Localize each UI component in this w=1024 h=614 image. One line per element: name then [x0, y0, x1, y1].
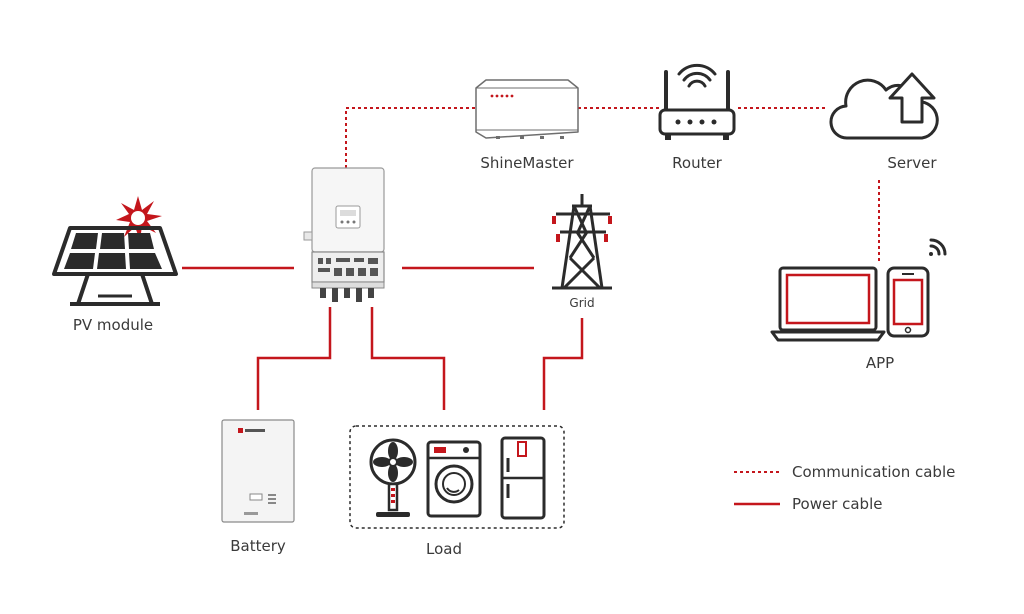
pv-module: PV module: [52, 196, 178, 334]
upload-arrow-icon: [888, 72, 936, 124]
load-boundary: [349, 425, 565, 529]
power-cable-grid-load: [542, 318, 584, 410]
router-label: Router: [672, 154, 723, 172]
grid-tower: Grid: [552, 194, 612, 310]
fan-icon: [369, 438, 417, 517]
legend-communication-label: Communication cable: [792, 463, 955, 481]
washing-machine-icon: [426, 440, 482, 518]
power-cables: [182, 266, 584, 410]
power-cable-inverter-battery: [256, 307, 332, 410]
comm-cable-inverter-shinemaster: [345, 107, 478, 168]
battery-label: Battery: [230, 537, 286, 555]
shinemaster-label: ShineMaster: [480, 154, 574, 172]
load-label: Load: [426, 540, 462, 558]
power-cable-inverter-load: [370, 307, 446, 410]
pv-module-label: PV module: [73, 316, 153, 334]
router-device: Router: [658, 63, 736, 172]
refrigerator-icon: [500, 436, 546, 520]
router-icon: [658, 108, 736, 136]
app-devices: APP: [770, 238, 947, 372]
server-label: Server: [887, 154, 937, 172]
laptop-icon: [770, 266, 886, 342]
phone-icon: [886, 266, 930, 338]
server-device: Server: [829, 72, 939, 172]
solar-panel-icon: [52, 226, 178, 276]
load-group: Load: [349, 425, 565, 558]
wireless-signal-icon: [929, 238, 947, 256]
app-label: APP: [866, 354, 894, 372]
legend-power-label: Power cable: [792, 495, 882, 513]
inverter-device: [303, 167, 385, 302]
grid-label: Grid: [569, 296, 594, 310]
communication-cables: [345, 107, 880, 262]
shinemaster-device: ShineMaster: [475, 79, 579, 172]
wifi-signal-icon: [677, 63, 717, 88]
legend: Communication cable Power cable: [734, 463, 955, 513]
battery-device: Battery: [221, 419, 295, 555]
